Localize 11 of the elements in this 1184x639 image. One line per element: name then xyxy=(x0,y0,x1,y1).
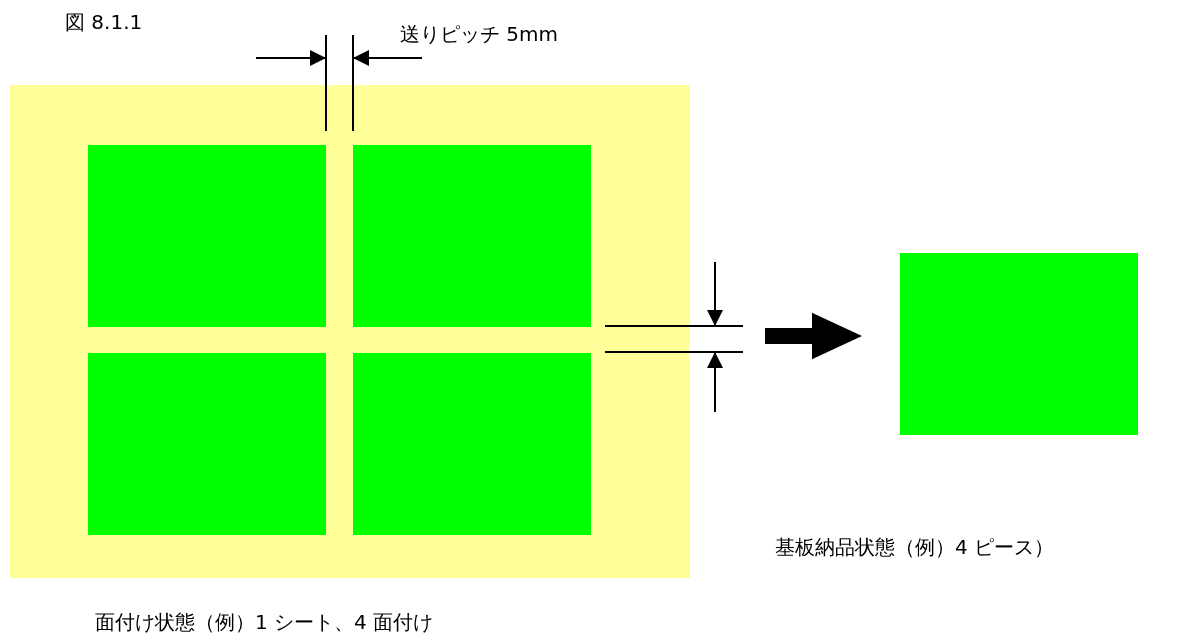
board xyxy=(88,353,326,535)
board xyxy=(353,145,591,327)
panel-sheet xyxy=(10,85,690,578)
figure-number: 図 8.1.1 xyxy=(65,12,143,32)
board xyxy=(900,253,1138,435)
caption: 基板納品状態（例）4 ピース） xyxy=(775,537,1055,557)
board xyxy=(88,145,326,327)
board xyxy=(353,353,591,535)
caption: 面付け状態（例）1 シート、4 面付け xyxy=(95,612,434,632)
block-arrow xyxy=(765,312,862,360)
dimension-label: 送りピッチ 5mm xyxy=(400,24,559,44)
